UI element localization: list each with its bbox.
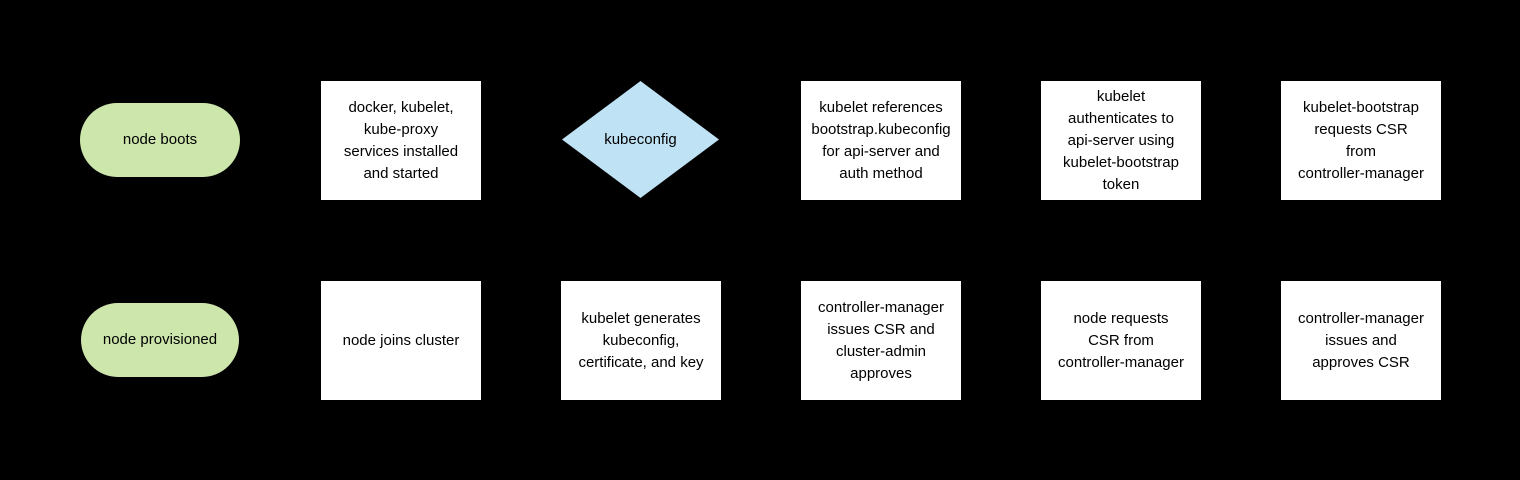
flow-node-kubeconfig[interactable]: kubeconfig [562,81,719,198]
flow-node-label-kubelet-authenticates: kubelet authenticates to api-server usin… [1063,87,1179,193]
flow-node-label-node-boots: node boots [122,131,198,148]
flow-node-node-joins-cluster[interactable]: node joins cluster [321,281,481,400]
decision-diamond-shape [562,81,719,198]
flow-node-node-boots[interactable]: node boots [80,103,240,177]
flow-node-node-provisioned[interactable]: node provisioned [81,303,239,377]
flow-node-label-controller-manager-issues-csr: controller-manager issues CSR and cluste… [818,298,944,382]
flow-node-label-node-requests-csr: node requests CSR from controller-manage… [1058,309,1184,371]
flow-node-controller-manager-approves[interactable]: controller-manager issues and approves C… [1281,281,1441,400]
flow-node-controller-manager-issues-csr[interactable]: controller-manager issues CSR and cluste… [801,281,961,400]
flow-node-services-installed[interactable]: docker, kubelet, kube-proxy services ins… [321,81,481,200]
flow-node-label-kubeconfig: kubeconfig [604,130,677,148]
flow-node-label-kubelet-bootstrap-requests-csr: kubelet-bootstrap requests CSR from cont… [1298,98,1424,182]
flow-node-label-node-provisioned: node provisioned [102,331,218,348]
flow-node-kubelet-authenticates[interactable]: kubelet authenticates to api-server usin… [1041,81,1201,200]
flow-node-label-kubelet-generates: kubelet generates kubeconfig, certificat… [578,309,704,371]
flow-node-label-services-installed: docker, kubelet, kube-proxy services ins… [343,98,459,182]
flow-node-kubelet-references-bootstrap[interactable]: kubelet references bootstrap.kubeconfig … [801,81,961,200]
flow-node-label-controller-manager-approves: controller-manager issues and approves C… [1298,309,1424,371]
flow-node-node-requests-csr[interactable]: node requests CSR from controller-manage… [1041,281,1201,400]
flow-node-label-node-joins-cluster: node joins cluster [342,331,460,349]
flow-node-kubelet-bootstrap-requests-csr[interactable]: kubelet-bootstrap requests CSR from cont… [1281,81,1441,200]
flow-node-kubelet-generates[interactable]: kubelet generates kubeconfig, certificat… [561,281,721,400]
flow-node-label-kubelet-references-bootstrap: kubelet references bootstrap.kubeconfig … [811,98,951,182]
